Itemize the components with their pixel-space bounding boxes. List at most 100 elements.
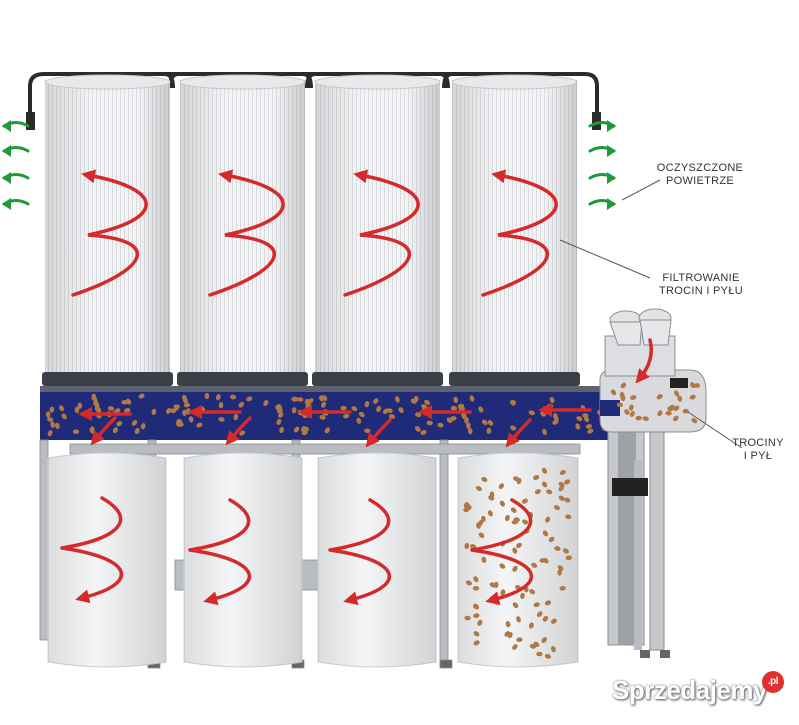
wood-chip — [126, 398, 132, 405]
wood-chip — [169, 408, 177, 414]
wood-chip — [548, 536, 555, 543]
wood-chip — [587, 428, 594, 434]
wood-chip — [165, 408, 172, 414]
label-clean-air-line2: POWIETRZE — [665, 175, 735, 187]
label-dust-line2: I PYŁ — [743, 450, 773, 462]
wood-chip — [46, 417, 54, 422]
collection-bag — [317, 452, 437, 668]
wood-chip — [321, 401, 327, 408]
label-filtering-line1: FILTROWANIE — [662, 272, 740, 284]
dust-filled-bag — [457, 452, 579, 668]
wood-chip — [356, 417, 362, 424]
wood-chip — [657, 410, 663, 417]
wood-chip — [351, 406, 358, 412]
green-clean-air-arrows — [2, 120, 616, 210]
wood-chip — [481, 476, 488, 483]
red-bag-arrow — [328, 498, 392, 600]
wood-chip — [558, 485, 564, 492]
wood-chip — [550, 618, 557, 624]
wood-chip — [358, 411, 365, 418]
wood-chip — [487, 420, 494, 426]
wood-chip — [691, 417, 698, 424]
wood-chip — [546, 489, 553, 495]
watermark-suffix: .pl — [762, 671, 784, 693]
wood-chip — [72, 429, 80, 435]
wood-chip — [473, 613, 480, 618]
wood-chip — [585, 424, 593, 429]
wood-chip — [437, 422, 444, 428]
wood-chip — [557, 569, 563, 576]
wood-chip — [628, 404, 634, 411]
red-down-arrow — [365, 418, 392, 448]
wood-chip — [278, 411, 284, 418]
wood-chip — [510, 507, 517, 513]
wood-chip — [616, 402, 624, 408]
wood-chip — [673, 405, 680, 412]
wood-chip — [293, 426, 300, 433]
wood-chip — [513, 476, 520, 482]
wood-chip — [499, 563, 506, 569]
wood-chip — [291, 407, 297, 414]
watermark-logo: Sprzedajemy.pl — [612, 671, 784, 706]
wood-chip — [373, 398, 379, 404]
wood-chip — [61, 413, 67, 420]
label-filtering-line2: TROCIN I PYŁU — [659, 285, 743, 297]
wood-chip — [667, 406, 674, 412]
wood-chip — [301, 430, 308, 436]
wood-chip — [424, 399, 431, 406]
wood-chip — [512, 565, 518, 572]
wood-chip — [229, 394, 237, 400]
wood-chip — [512, 547, 518, 554]
wood-chip — [512, 602, 519, 609]
wood-chip — [481, 556, 487, 563]
wood-chip — [576, 416, 583, 422]
wood-chip — [481, 419, 488, 425]
wood-chip — [533, 602, 540, 608]
wood-chip — [140, 423, 146, 430]
wood-chip — [340, 405, 347, 411]
wood-chip — [541, 467, 548, 474]
wood-chip — [464, 417, 469, 424]
wood-chip — [516, 616, 521, 623]
wood-chip — [629, 410, 635, 417]
wood-chip — [529, 643, 537, 649]
wood-chip — [324, 427, 330, 434]
wood-chip — [690, 382, 696, 389]
wood-chip — [541, 637, 547, 643]
wood-chip — [464, 615, 471, 621]
wood-chip — [565, 514, 572, 520]
wood-chip — [583, 416, 590, 423]
wood-chip — [182, 409, 187, 416]
wood-chip — [522, 519, 529, 525]
wood-chip — [539, 558, 546, 563]
wood-chip — [364, 401, 370, 408]
label-dust-line1: TROCINY — [732, 437, 784, 449]
wood-chip — [467, 427, 473, 435]
wood-chip — [656, 394, 663, 400]
wood-chip — [478, 406, 484, 413]
label-clean-air-line1: OCZYSZCZONE — [656, 162, 744, 174]
wood-chip — [478, 532, 485, 538]
wood-chip — [677, 395, 683, 402]
wood-chip — [138, 393, 145, 399]
wood-chip — [674, 390, 680, 397]
wood-chip — [498, 483, 505, 490]
wood-chip — [536, 611, 543, 618]
wood-chip — [486, 427, 492, 434]
wood-chip — [531, 562, 538, 568]
wood-chip — [49, 406, 55, 413]
wood-chip — [487, 510, 493, 517]
wood-chip — [175, 421, 182, 428]
wood-chip — [364, 428, 371, 434]
wood-chip — [302, 426, 310, 432]
wood-chip — [564, 479, 571, 485]
wood-chip — [461, 412, 467, 420]
wood-chip — [395, 396, 400, 403]
wood-chip — [204, 392, 210, 400]
wood-chip — [473, 576, 479, 583]
wood-chip — [521, 498, 528, 504]
wood-chip — [473, 640, 480, 646]
wood-chip — [553, 505, 560, 511]
wood-chip — [575, 423, 581, 430]
